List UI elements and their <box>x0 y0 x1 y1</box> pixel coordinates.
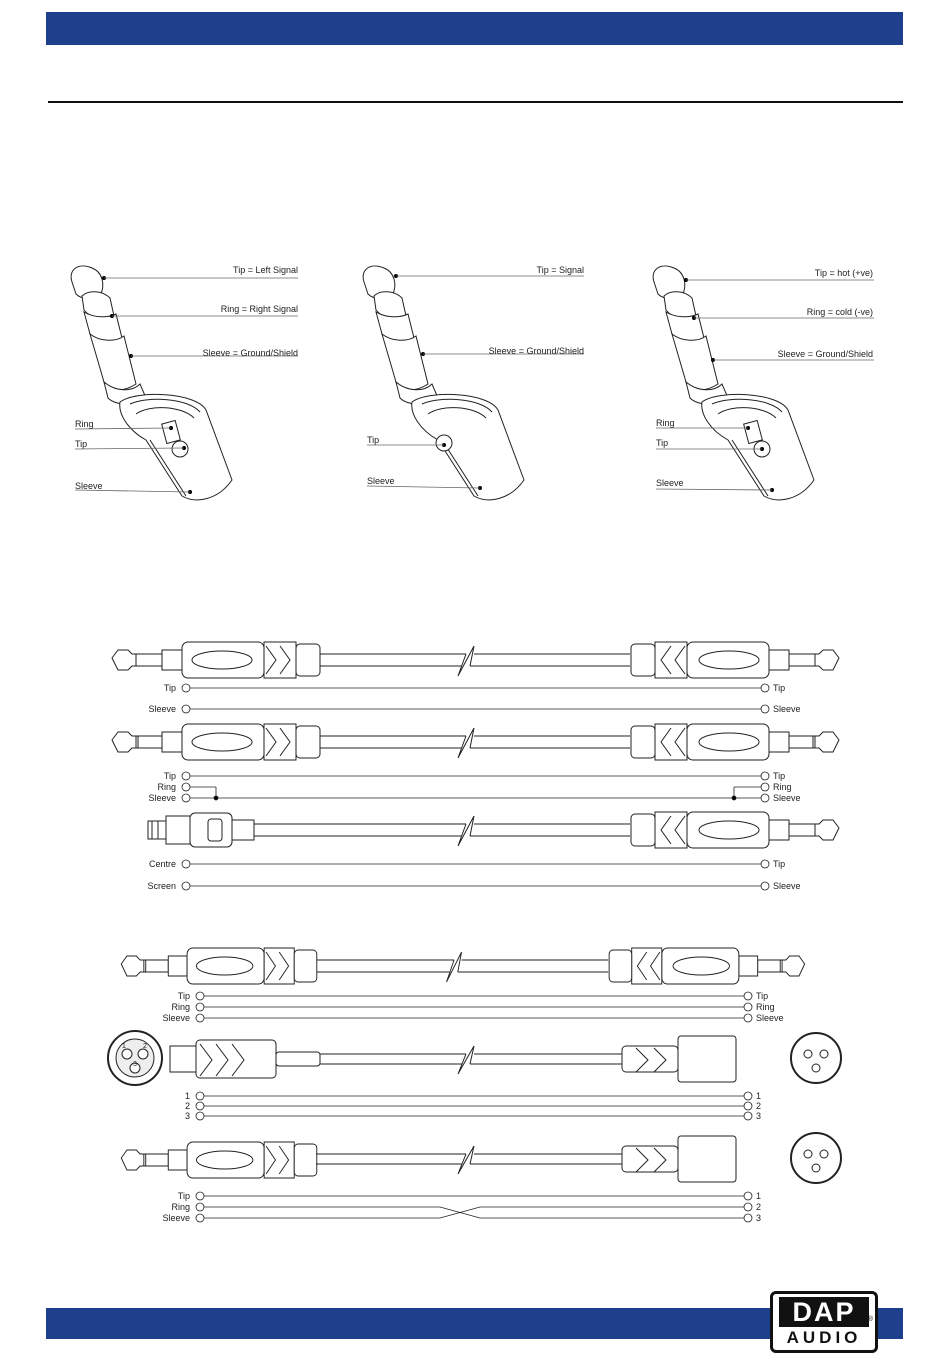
cable-f-right-1: 1 <box>756 1191 761 1201</box>
cable-b-left-2: Ring <box>157 782 176 792</box>
cable-b-left-1: Tip <box>164 771 176 781</box>
stereo-tip-label: Tip <box>75 439 87 449</box>
cable-d-left-3: Sleeve <box>162 1013 190 1023</box>
xlr-female-pin-2: 2 <box>143 1043 147 1050</box>
cable-a-left-2: Sleeve <box>148 704 176 714</box>
cable-d-left-2: Ring <box>171 1002 190 1012</box>
logo-audio: AUDIO <box>786 1328 862 1347</box>
stereo-ring-label: Ring <box>75 419 94 429</box>
cable-d-left-1: Tip <box>178 991 190 1001</box>
cable-b-right-2: Ring <box>773 782 792 792</box>
cable-d-right-2: Ring <box>756 1002 775 1012</box>
stereo-jack-illustration <box>70 265 298 501</box>
cable-c-right-2: Sleeve <box>773 881 801 891</box>
cable-f-left-3: Sleeve <box>162 1213 190 1223</box>
footer-bar <box>46 1308 903 1339</box>
title-rule <box>48 101 903 103</box>
stereo-tip-callout: Tip = Left Signal <box>233 265 298 275</box>
cable-a-right-2: Sleeve <box>773 704 801 714</box>
cable-a-right-1: Tip <box>773 683 785 693</box>
rca-to-jack-wiring <box>181 859 770 891</box>
cable-f-right-3: 3 <box>756 1213 761 1223</box>
cable-f-right-2: 2 <box>756 1202 761 1212</box>
cable-f-left-2: Ring <box>171 1202 190 1212</box>
balanced-tip-label: Tip <box>656 438 668 448</box>
mono-jack-cable <box>111 641 840 679</box>
stereo-jack-cable-2 <box>120 947 806 985</box>
mono-jack-wiring <box>181 683 770 714</box>
logo-dap: DAP <box>779 1297 869 1327</box>
cable-e-right-2: 2 <box>756 1101 761 1111</box>
stereo-jack-cable <box>111 723 840 761</box>
dap-audio-logo: DAP ® AUDIO <box>770 1291 878 1353</box>
stereo-jack-wiring <box>195 991 753 1023</box>
cable-f-left-1: Tip <box>178 1191 190 1201</box>
stereo-to-mono-wiring <box>181 771 770 803</box>
cable-c-right-1: Tip <box>773 859 785 869</box>
cable-b-right-1: Tip <box>773 771 785 781</box>
mono-sleeve-callout: Sleeve = Ground/Shield <box>489 346 584 356</box>
balanced-ring-callout: Ring = cold (-ve) <box>807 307 873 317</box>
cable-c-left-1: Centre <box>149 859 176 869</box>
balanced-jack-illustration <box>652 265 874 501</box>
xlr-female-pin-3: 3 <box>133 1061 137 1068</box>
balanced-sleeve-callout: Sleeve = Ground/Shield <box>778 349 873 359</box>
rca-to-jack-cable <box>147 811 840 849</box>
cable-c-left-2: Screen <box>147 881 176 891</box>
balanced-sleeve-label: Sleeve <box>656 478 684 488</box>
cable-d-right-1: Tip <box>756 991 768 1001</box>
stereo-sleeve-label: Sleeve <box>75 481 103 491</box>
jack-to-xlr-cable <box>120 1132 842 1184</box>
cable-e-left-1: 1 <box>185 1091 190 1101</box>
stereo-ring-callout: Ring = Right Signal <box>221 304 298 314</box>
xlr-wiring <box>195 1091 753 1121</box>
cable-e-right-1: 1 <box>756 1091 761 1101</box>
logo-registered-mark: ® <box>867 1316 873 1323</box>
header-bar <box>46 12 903 45</box>
balanced-ring-label: Ring <box>656 418 675 428</box>
mono-tip-callout: Tip = Signal <box>537 265 584 275</box>
cable-e-right-3: 3 <box>756 1111 761 1121</box>
balanced-tip-callout: Tip = hot (+ve) <box>815 268 873 278</box>
cable-e-left-2: 2 <box>185 1101 190 1111</box>
cable-b-right-3: Sleeve <box>773 793 801 803</box>
cable-e-left-3: 3 <box>185 1111 190 1121</box>
jack-to-xlr-wiring <box>195 1191 753 1223</box>
cable-b-left-3: Sleeve <box>148 793 176 803</box>
mono-tip-label: Tip <box>367 435 379 445</box>
mono-sleeve-label: Sleeve <box>367 476 395 486</box>
cable-a-left-1: Tip <box>164 683 176 693</box>
mono-jack-illustration <box>362 265 584 501</box>
xlr-cable <box>107 1030 842 1086</box>
cable-d-right-3: Sleeve <box>756 1013 784 1023</box>
stereo-sleeve-callout: Sleeve = Ground/Shield <box>203 348 298 358</box>
xlr-female-pin-1: 1 <box>122 1043 126 1050</box>
